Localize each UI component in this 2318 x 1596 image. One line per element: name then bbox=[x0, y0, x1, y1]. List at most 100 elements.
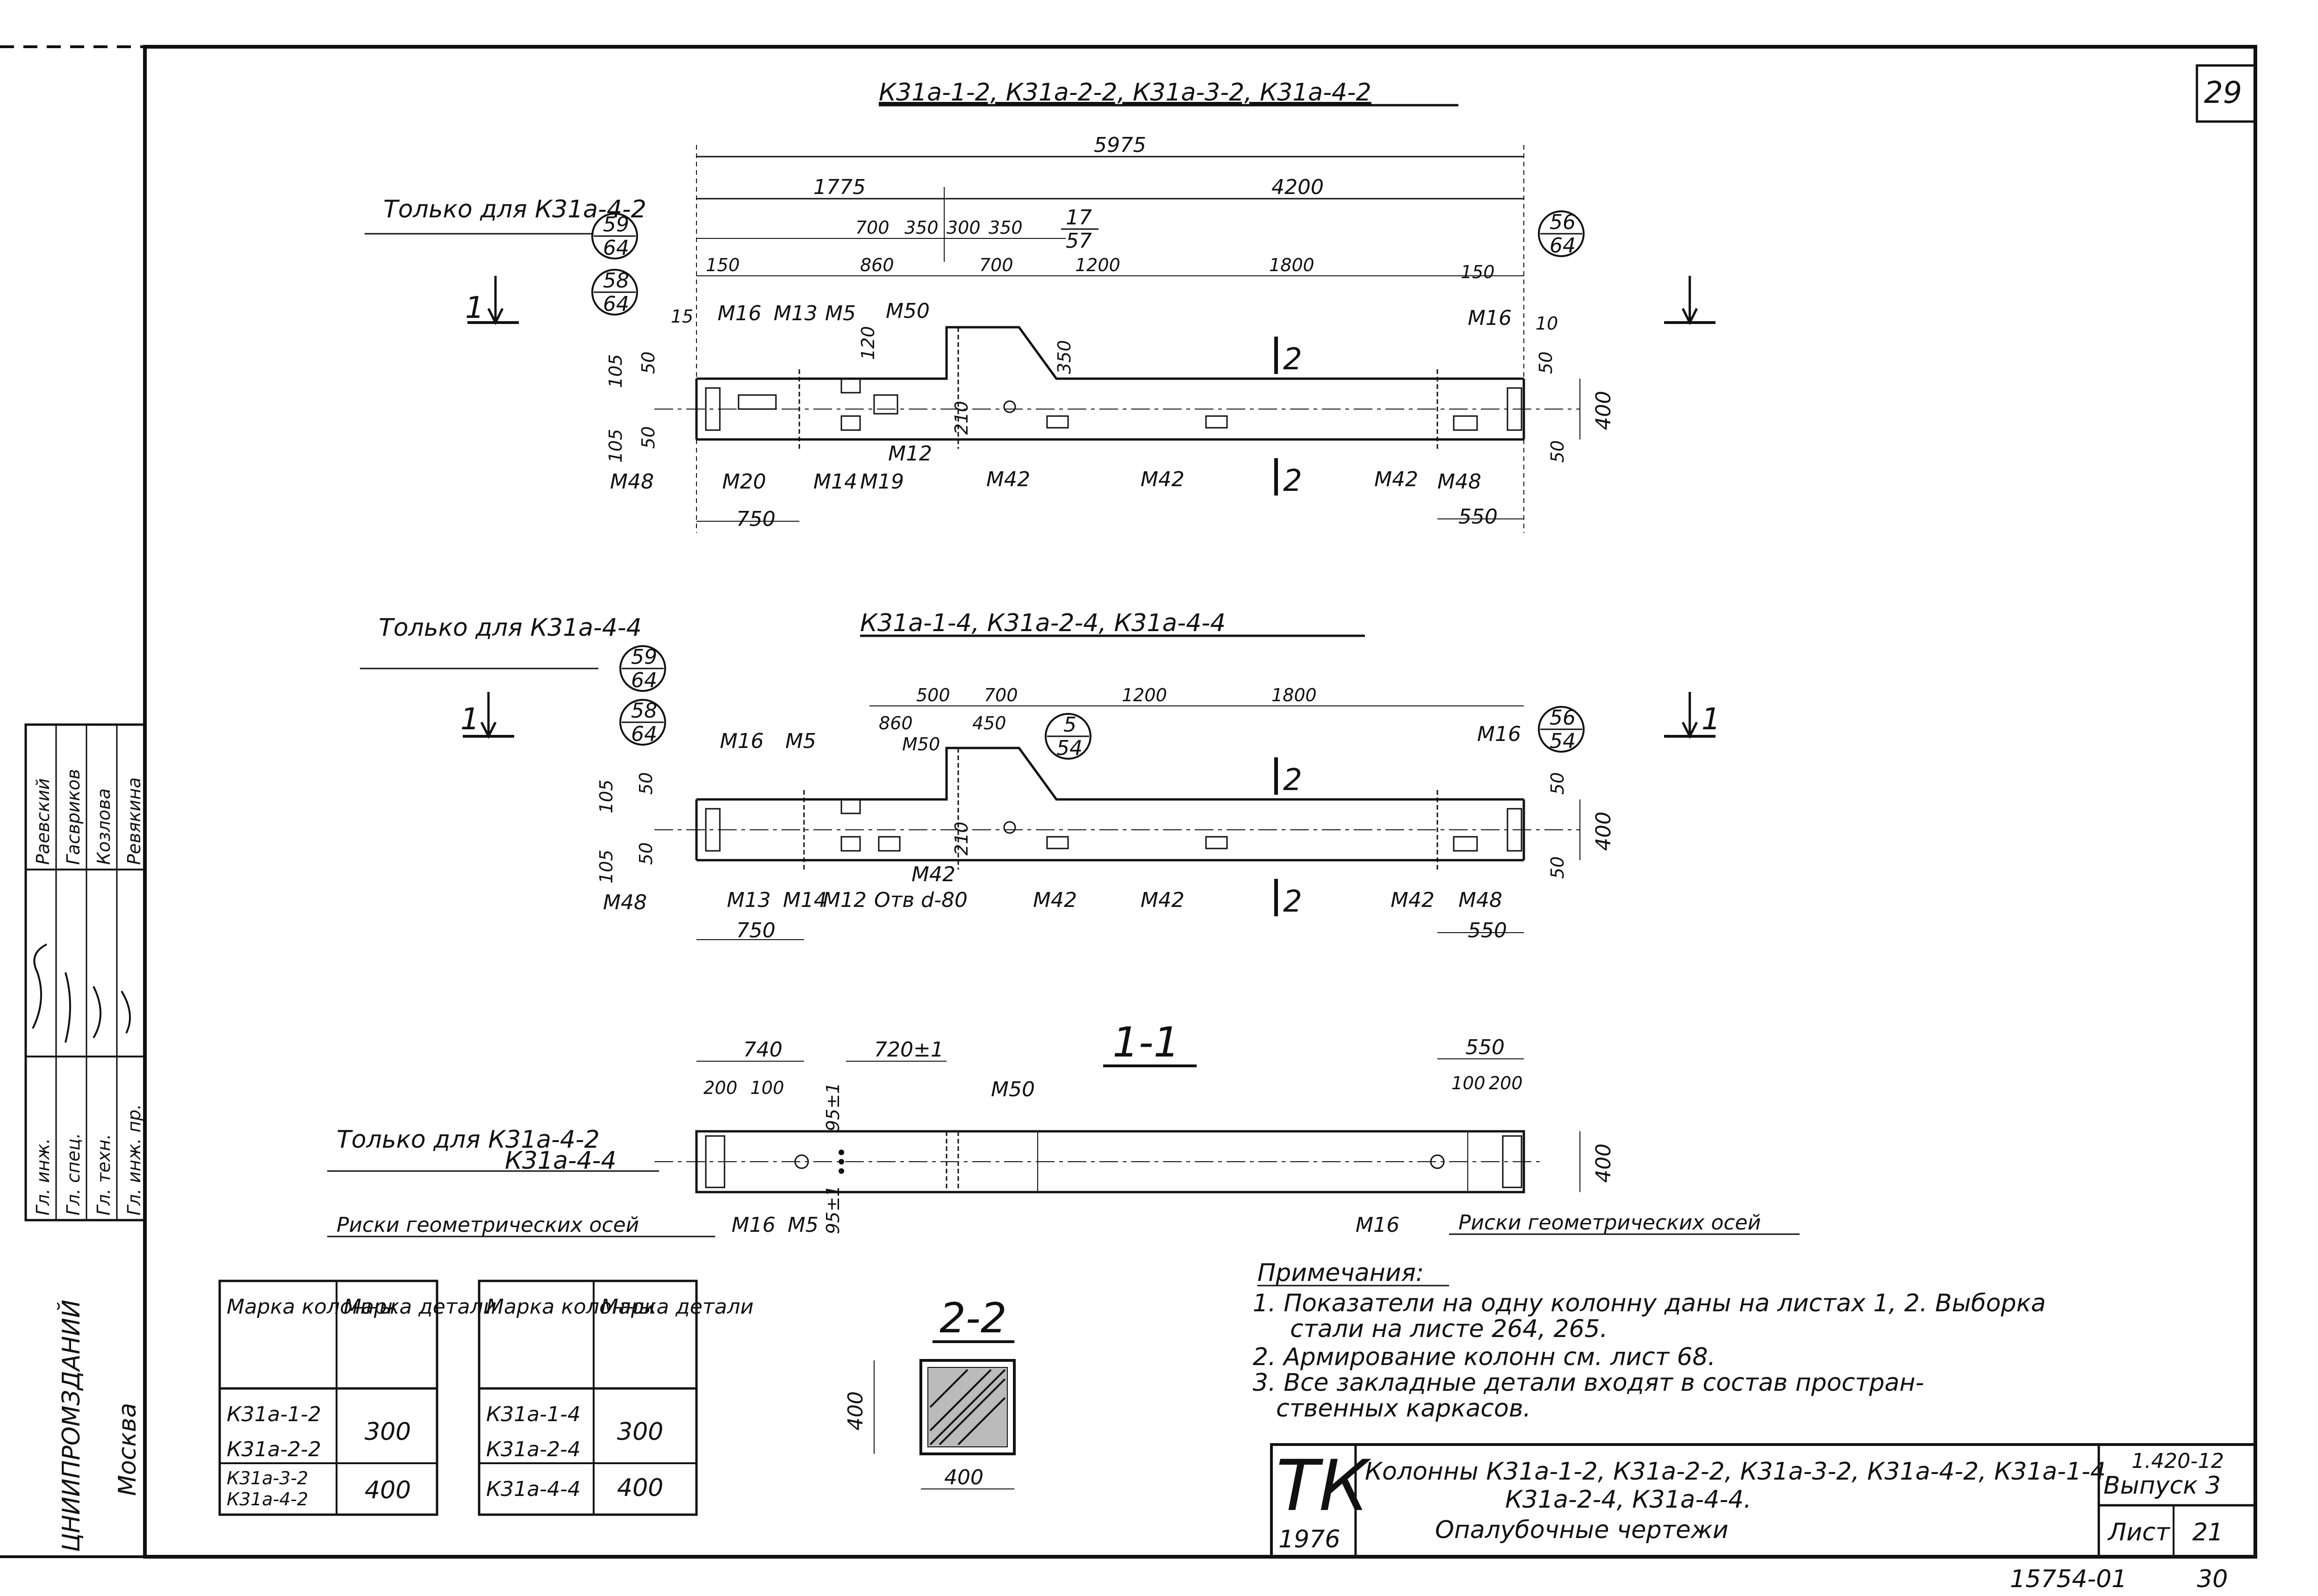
s11-only-for2: К31а-4-4 bbox=[505, 1147, 617, 1175]
role-2: Гл. спец. bbox=[63, 1133, 84, 1215]
name-3: Козлова bbox=[93, 788, 114, 865]
d1-dim-550: 550 bbox=[1458, 505, 1498, 529]
d2-dim-450: 450 bbox=[972, 713, 1006, 733]
d2-mark-m42a: М42 bbox=[911, 863, 955, 886]
notes: Примечания: 1. Показатели на одну колонн… bbox=[1253, 1259, 2046, 1423]
d1-dim-750: 750 bbox=[736, 507, 775, 531]
d1-section-left: 1 bbox=[465, 291, 484, 325]
d1-dim-350a: 350 bbox=[904, 217, 939, 238]
d2-dim-50a: 50 bbox=[636, 772, 656, 795]
d1-callout3-top: 56 bbox=[1550, 210, 1576, 234]
notes-item-1: 1. Показатели на одну колонну даны на ли… bbox=[1253, 1289, 2046, 1317]
d2-callout3-bottom: 54 bbox=[1056, 736, 1083, 760]
d1-dim-right: 4200 bbox=[1271, 175, 1324, 199]
t2-row3-detail: 400 bbox=[617, 1474, 663, 1502]
page-number-box bbox=[2196, 64, 2257, 123]
s11-dim-720: 720±1 bbox=[874, 1038, 944, 1062]
d1-mark-m16a: М16 bbox=[718, 302, 761, 325]
d2-callout4-bottom: 54 bbox=[1550, 729, 1576, 753]
d2-mark-m16a: М16 bbox=[720, 729, 764, 753]
t1-row1-cols: К31а-1-2 bbox=[227, 1402, 321, 1426]
d1-mark-m50: М50 bbox=[886, 299, 930, 323]
d1-dim-400: 400 bbox=[1592, 391, 1615, 430]
s11-dim-550: 550 bbox=[1465, 1035, 1505, 1059]
d1-dim-105a: 105 bbox=[605, 354, 626, 388]
d1-dim-150b: 150 bbox=[1461, 262, 1495, 282]
d2-mark-m5: М5 bbox=[785, 729, 816, 753]
d2-only-for: Только для К31а-4-4 bbox=[379, 614, 642, 642]
d2-dim-700: 700 bbox=[984, 685, 1018, 705]
d2-callout1-top: 59 bbox=[631, 645, 657, 669]
d2-mark-m48b: М48 bbox=[1458, 888, 1502, 912]
name-1: Раевский bbox=[33, 778, 53, 865]
d1-callout4-bottom: 57 bbox=[1066, 229, 1092, 253]
role-4: Гл. инж. пр. bbox=[124, 1104, 144, 1215]
d2-mark-m16b: М16 bbox=[1477, 722, 1521, 746]
d1-dim-1800: 1800 bbox=[1269, 255, 1314, 275]
d2-mark-m42b: М42 bbox=[1033, 888, 1077, 912]
d1-callout1-top: 59 bbox=[603, 213, 629, 237]
page-corner: 30 bbox=[2197, 1565, 2228, 1593]
t1-row4-cols: К31а-4-2 bbox=[227, 1489, 308, 1510]
name-4: Ревякина bbox=[124, 777, 144, 865]
t2-header-detail: Марка детали bbox=[601, 1295, 754, 1319]
d1-mark-m5: М5 bbox=[825, 302, 856, 325]
notes-item-2: 2. Армирование колонн см. лист 68. bbox=[1253, 1343, 1715, 1371]
s11-mark-m16a: М16 bbox=[732, 1213, 775, 1237]
s11-mark-m16b: М16 bbox=[1356, 1213, 1399, 1237]
d1-dim-50d: 50 bbox=[1547, 440, 1568, 463]
d1-mark-m42c: М42 bbox=[1374, 467, 1418, 491]
d2-callout1-bottom: 64 bbox=[631, 669, 657, 692]
t1-header-col: Марка колонны bbox=[227, 1295, 395, 1319]
d1-dim-120: 120 bbox=[858, 326, 878, 360]
role-3: Гл. техн. bbox=[93, 1134, 114, 1215]
tb-issue: Выпуск 3 bbox=[2103, 1472, 2221, 1500]
s11-dim-100a: 100 bbox=[750, 1078, 784, 1098]
d1-mark-m19: М19 bbox=[860, 470, 904, 494]
s11-only-for: Только для К31а-4-2 bbox=[337, 1126, 600, 1154]
s11-dim-95a: 95±1 bbox=[823, 1083, 843, 1131]
notes-item-1b: стали на листе 264, 265. bbox=[1290, 1315, 1608, 1343]
section-2-2: 2-2 400 400 bbox=[844, 1294, 1016, 1489]
page-number-top: 29 bbox=[2204, 76, 2242, 110]
s11-dim-100b: 100 bbox=[1451, 1073, 1486, 1093]
title-block: ТК 1976 Колонны К31а-1-2, К31а-2-2, К31а… bbox=[1270, 1443, 2257, 1558]
d2-dim-750: 750 bbox=[736, 919, 775, 942]
s11-risk-left: Риски геометрических осей bbox=[337, 1213, 639, 1237]
t1-header-detail: Марка детали bbox=[344, 1295, 496, 1319]
section-1-1: 1-1 740 720±1 550 200 100 100 200 95±1 9… bbox=[327, 1018, 1800, 1237]
d2-mark-hole: Отв d-80 bbox=[874, 888, 968, 912]
s11-dim-400: 400 bbox=[1592, 1143, 1615, 1183]
drawing2-title: К31а-1-4, К31а-2-4, К31а-4-4 bbox=[860, 609, 1226, 637]
d1-dim-15: 15 bbox=[671, 306, 693, 327]
tb-sheet-label: Лист bbox=[2107, 1518, 2170, 1546]
d2-dim-500: 500 bbox=[916, 685, 950, 705]
d2-mark-m14: М14 bbox=[783, 888, 827, 912]
notes-title: Примечания: bbox=[1257, 1259, 1424, 1287]
table-1: Марка колонны Марка детали К31а-1-2 К31а… bbox=[218, 1280, 496, 1516]
drawing-1: К31а-1-2, К31а-2-2, К31а-3-2, К31а-4-2 5… bbox=[365, 79, 1715, 533]
d2-dim-1800: 1800 bbox=[1271, 685, 1317, 705]
d2-callout4-top: 56 bbox=[1550, 706, 1576, 730]
d2-dim-105b: 105 bbox=[596, 849, 617, 884]
d2-dim-50b: 50 bbox=[636, 842, 656, 865]
d2-dim-550: 550 bbox=[1468, 919, 1507, 942]
d1-cut-bottom: 2 bbox=[1283, 464, 1302, 498]
d1-dim-210: 210 bbox=[951, 401, 972, 435]
d2-dim-400: 400 bbox=[1592, 812, 1615, 851]
d2-callout2-bottom: 64 bbox=[631, 722, 657, 746]
d1-mark-m48a: М48 bbox=[610, 470, 654, 494]
d1-callout2-top: 58 bbox=[603, 269, 629, 293]
d1-mark-m12: М12 bbox=[888, 442, 932, 466]
d1-dim-860: 860 bbox=[860, 255, 894, 275]
d2-dim-1200: 1200 bbox=[1122, 685, 1167, 705]
s11-dim-95b: 95±1 bbox=[823, 1186, 843, 1234]
d1-mark-m13: М13 bbox=[774, 302, 818, 325]
d1-dim-150a: 150 bbox=[706, 255, 740, 275]
d1-callout1-bottom: 64 bbox=[603, 236, 629, 260]
d2-cut-top: 2 bbox=[1283, 763, 1302, 798]
d1-dim-50b: 50 bbox=[638, 426, 659, 449]
d2-section-left: 1 bbox=[460, 702, 480, 737]
s11-dim-740: 740 bbox=[743, 1038, 782, 1062]
